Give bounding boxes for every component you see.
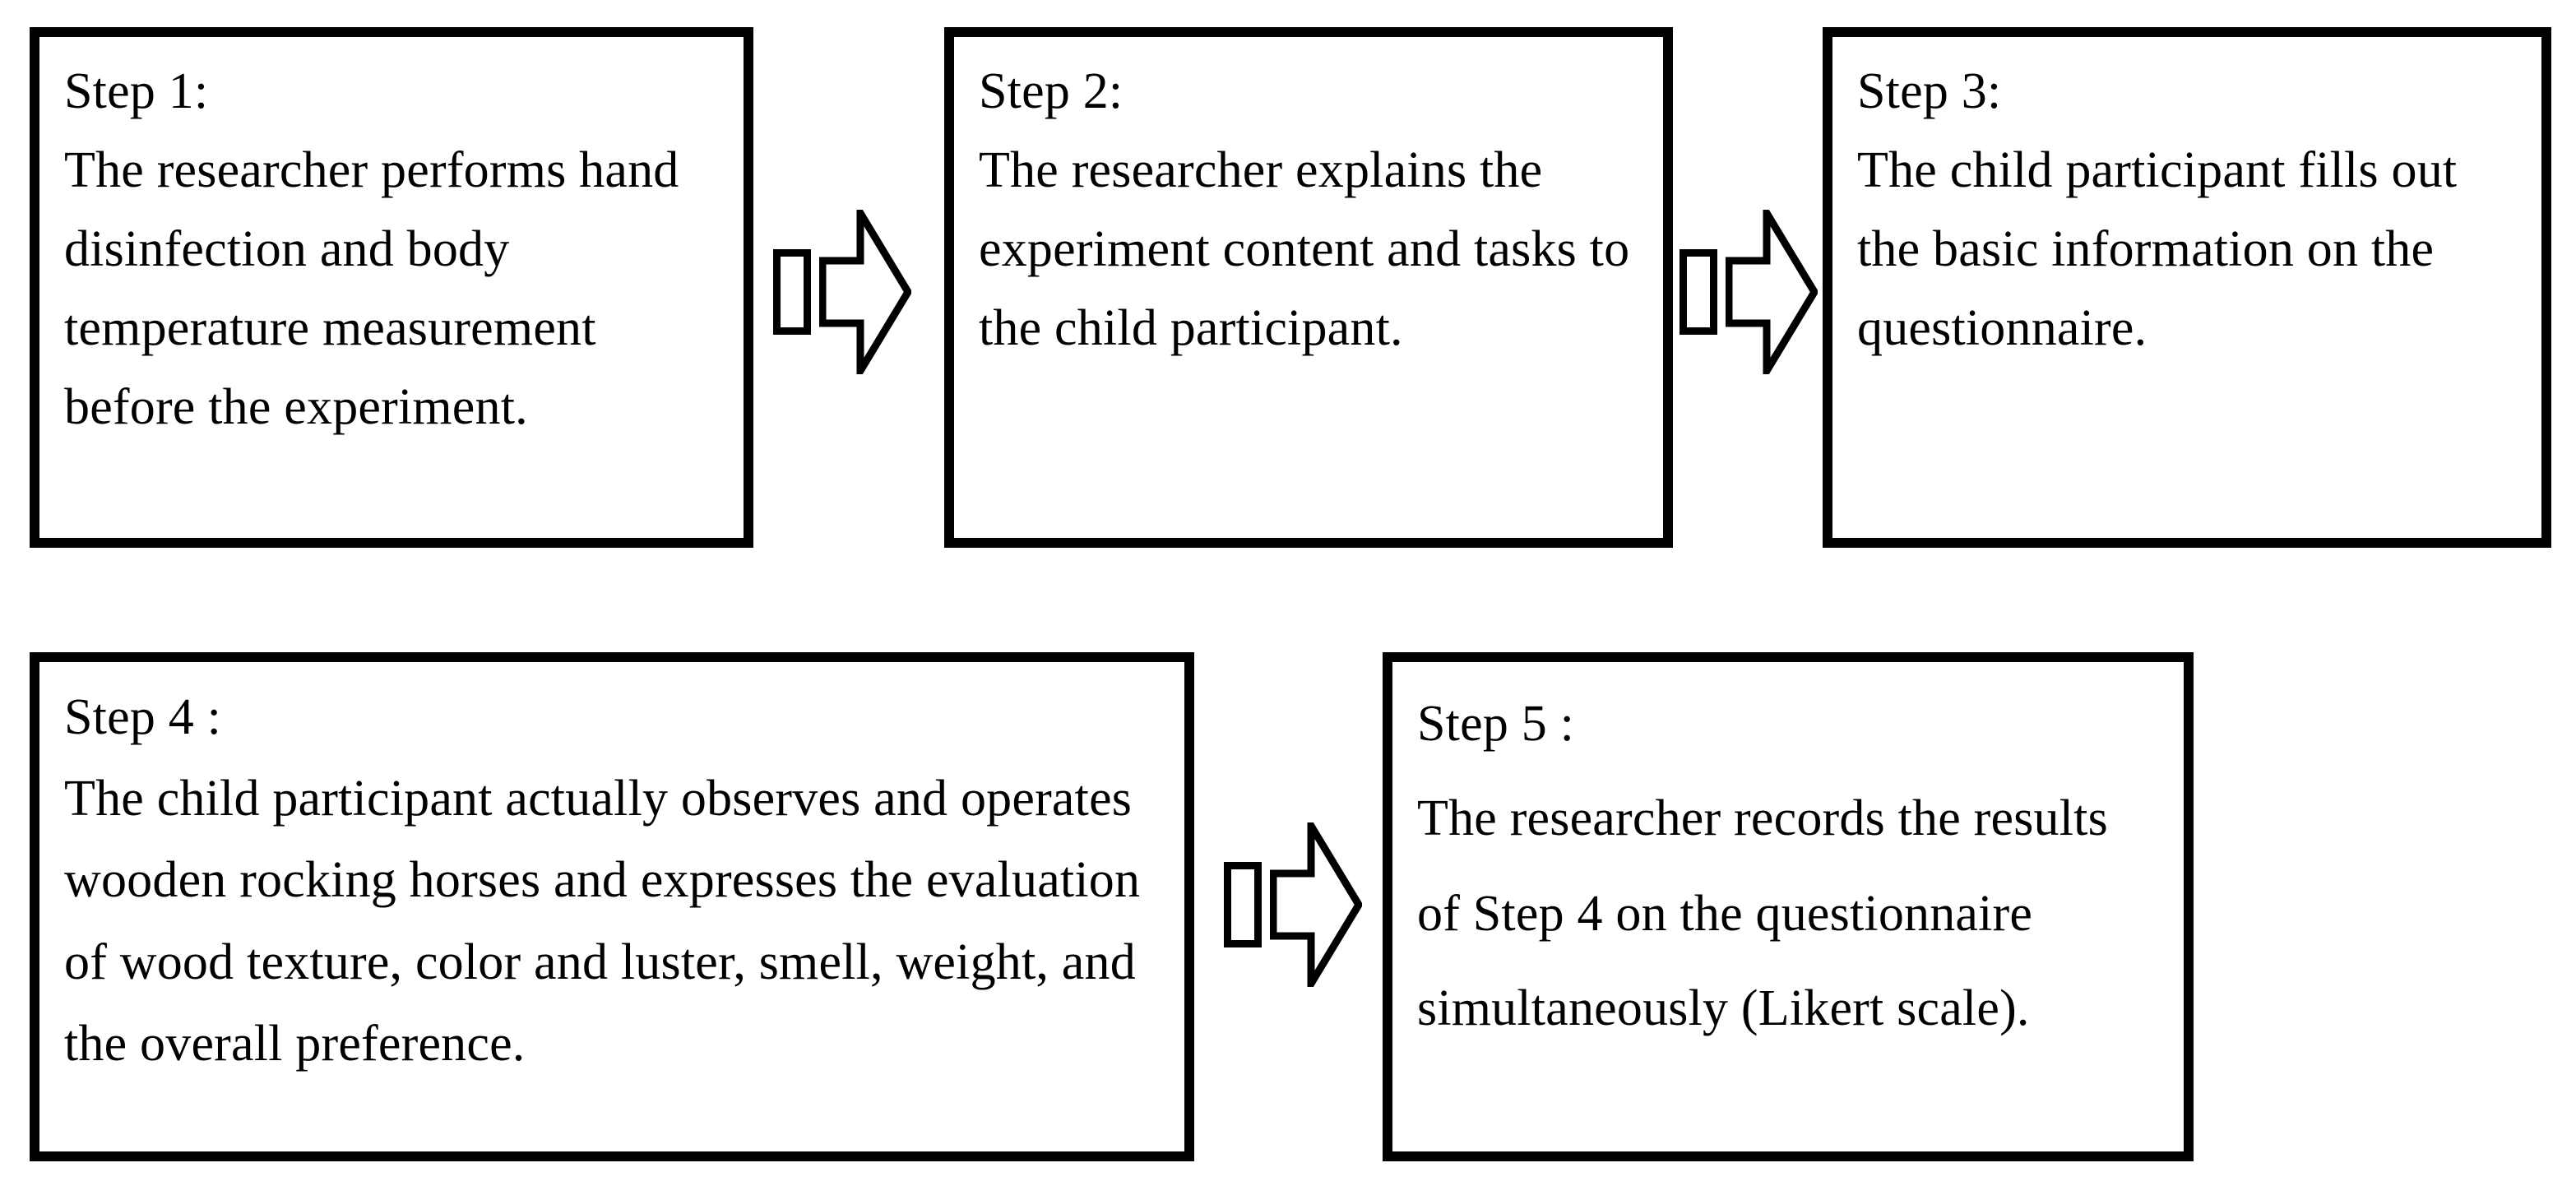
step-2-text: Step 2: The researcher explains the expe… [979,63,1630,357]
arrow-connector-step2-step3 [1679,210,1841,374]
step-box-3-content: Step 3: The child participant fills out … [1832,37,2541,376]
step-box-5: Step 5 : The researcher records the resu… [1383,652,2194,1161]
step-1-text: Step 1: The researcher performs hand dis… [64,63,679,436]
missing-glyph-box-icon [1224,862,1262,947]
step-box-2: Step 2: The researcher explains the expe… [944,27,1673,548]
right-arrow-outline-icon [1270,822,1362,987]
step-5-text: Step 5 : The researcher records the resu… [1417,696,2108,1036]
step-4-text: Step 4 : The child participant actually … [64,689,1141,1072]
step-box-2-content: Step 2: The researcher explains the expe… [954,37,1663,376]
arrow-connector-step4-step5 [1224,822,1385,987]
step-box-4-content: Step 4 : The child participant actually … [39,662,1184,1093]
step-3-text: Step 3: The child participant fills out … [1857,63,2458,357]
step-box-4: Step 4 : The child participant actually … [30,652,1194,1161]
step-box-3: Step 3: The child participant fills out … [1823,27,2551,548]
missing-glyph-box-icon [773,249,811,335]
arrow-connector-step1-step2 [773,210,934,374]
right-arrow-outline-icon [1726,210,1818,374]
step-box-1-content: Step 1: The researcher performs hand dis… [39,37,744,455]
right-arrow-outline-icon [819,210,911,374]
step-box-1: Step 1: The researcher performs hand dis… [30,27,753,548]
missing-glyph-box-icon [1679,249,1717,335]
step-box-5-content: Step 5 : The researcher records the resu… [1392,662,2184,1064]
